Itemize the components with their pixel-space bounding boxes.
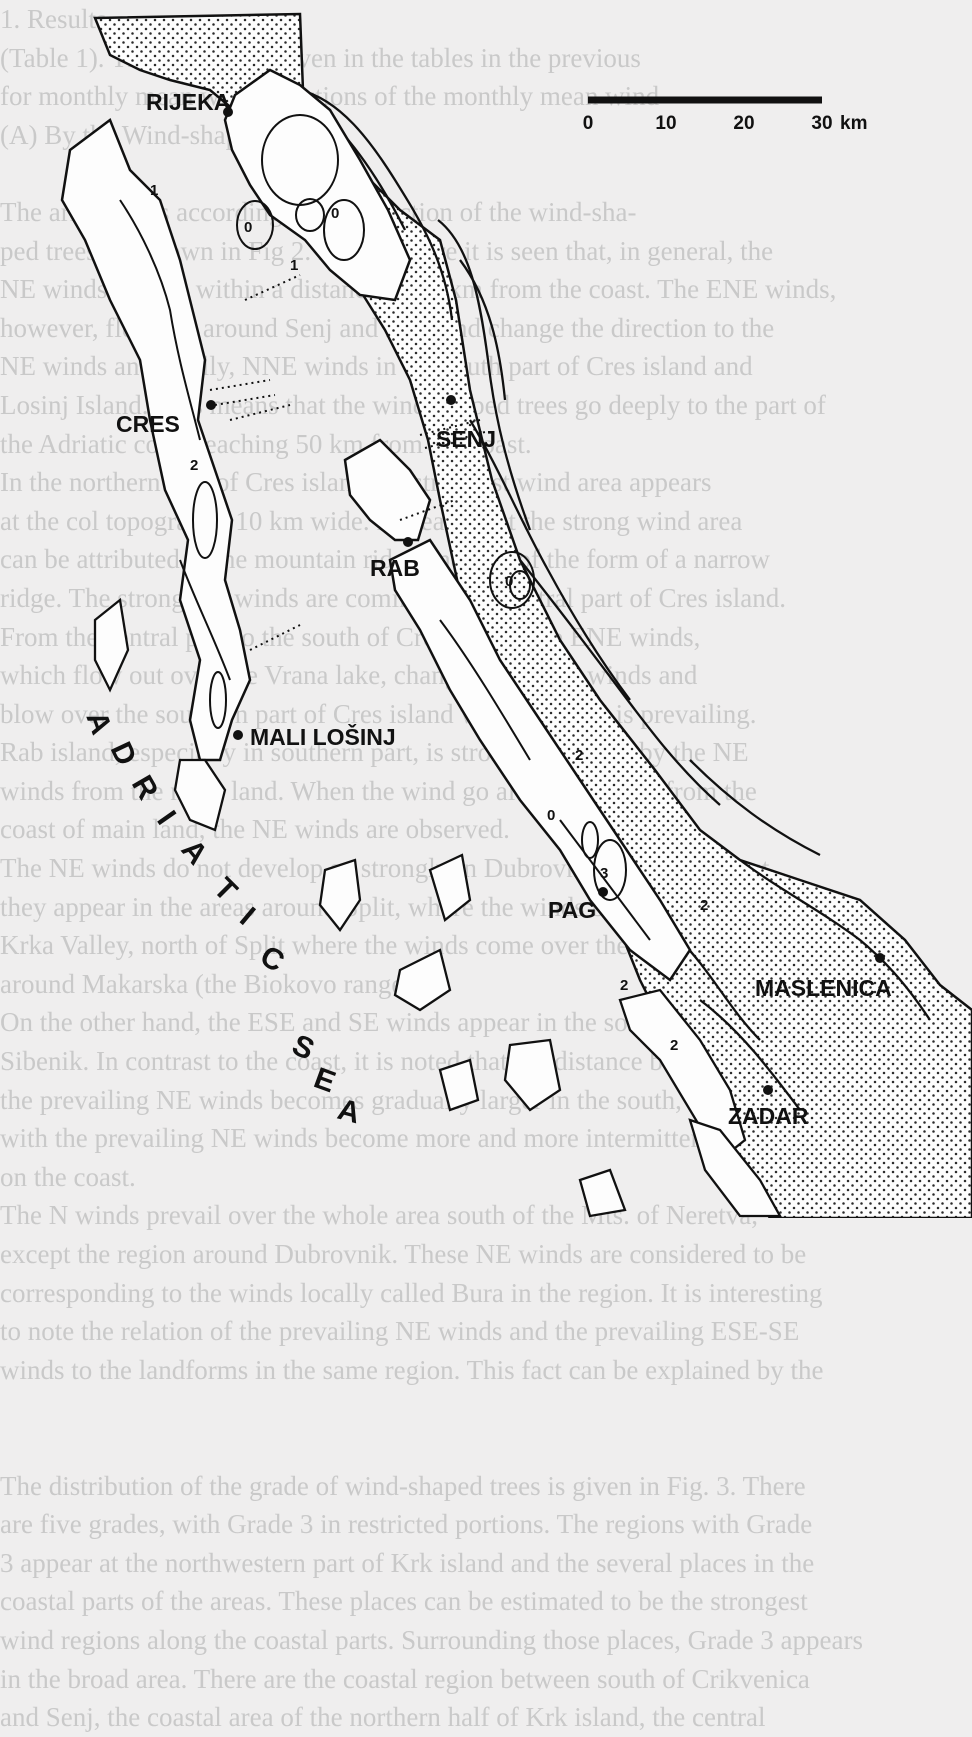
background-text-line: corresponding to the winds locally calle…: [0, 1277, 823, 1308]
krk-contours: [236, 114, 365, 261]
scanned-page: 1. Results(Table 1). The results are giv…: [0, 4, 972, 1732]
label-mali-losinj: MALI LOŠINJ: [250, 723, 396, 750]
cres-island: [60, 118, 252, 762]
background-text-line: for monthly mean wind directions of the …: [0, 81, 660, 112]
background-text-line: 1. Results: [0, 4, 107, 34]
contour-label: 1: [150, 182, 158, 199]
cres-contours: [119, 199, 231, 729]
losinj-island: [173, 758, 227, 832]
contour-label: 2: [670, 1037, 678, 1054]
sea-letter: R: [125, 770, 165, 806]
contour-label: 1: [290, 257, 298, 274]
contour-label: 0: [331, 205, 339, 222]
sea-letter: D: [104, 737, 143, 771]
sea-letter: A: [334, 1093, 363, 1130]
scale-tick-10: 10: [655, 113, 676, 134]
scale-tick-30: 30: [811, 113, 832, 134]
background-text-line: to note the relation of the prevailing N…: [0, 1316, 800, 1347]
label-zadar: ZADAR: [728, 1103, 809, 1129]
sea-letter: I: [234, 901, 262, 932]
wind-map-figure: 0 10 20 30 km RIJEKA CRES SENJ RAB MALI …: [60, 12, 972, 1218]
sea-letter: A: [79, 707, 117, 739]
background-text-line: around Makarska (the Biokovo range).: [0, 968, 420, 999]
background-text-line: coast of main land, the NE winds are obs…: [0, 814, 510, 845]
label-senj: SENJ: [436, 426, 496, 452]
small-islands: [93, 597, 627, 1218]
contour-label: 3: [600, 865, 608, 882]
contour-label: 2: [575, 747, 583, 764]
sea-letter: T: [207, 872, 243, 908]
background-text-line: the prevailing NE winds becomes graduall…: [0, 1084, 808, 1115]
sea-letter: C: [255, 939, 290, 978]
background-text-line: in the broad area. There are the coastal…: [0, 1663, 810, 1694]
scale-tick-20: 20: [733, 113, 754, 134]
mainland-contours: [299, 88, 931, 1111]
scale-unit: km: [840, 113, 867, 134]
label-rijeka: RIJEKA: [146, 89, 230, 115]
background-text-line: on the coast.: [0, 1161, 136, 1192]
contour-label: 0: [505, 573, 513, 590]
background-text-line: except the region around Dubrovnik. Thes…: [0, 1239, 807, 1269]
sea-letter: S: [287, 1028, 319, 1066]
scale-bar: 0 10 20 30 km: [583, 96, 867, 134]
background-text-line: [0, 1428, 972, 1467]
pag-contours: [439, 551, 651, 941]
zadar-archipelago: [618, 988, 782, 1218]
label-pag: PAG: [548, 897, 596, 923]
contour-label: 2: [620, 977, 628, 994]
contour-label: 2: [700, 897, 708, 914]
contour-value-labels: 0 0 1 1 0 2 2 3 0 2 2 2: [150, 182, 708, 1054]
background-text-line: wind regions along the coastal parts. Su…: [0, 1624, 864, 1655]
background-text-line: and Senj, the coastal area of the northe…: [0, 1702, 766, 1733]
background-text-line: On the other hand, the ESE and SE winds …: [0, 1007, 692, 1038]
background-text-line: ridge. The strong NE winds are coming to…: [0, 582, 787, 613]
background-text-line: Losinj Island. This means that the wind-…: [0, 389, 826, 420]
background-text-line: coastal parts of the areas. These places…: [0, 1586, 808, 1617]
wind-arrow-lines: [209, 274, 486, 651]
contour-label: 0: [244, 219, 252, 236]
pag-island: [388, 538, 692, 982]
label-cres: CRES: [116, 411, 180, 437]
rab-island: [343, 438, 432, 542]
contour-label: 2: [190, 457, 198, 474]
background-text-line: NE winds and finally, NNE winds in the s…: [0, 351, 753, 382]
krk-island: [223, 68, 412, 302]
background-text-line: can be attributed to the mountain ridge …: [0, 544, 770, 575]
sea-letter: A: [175, 833, 214, 871]
background-text-line: 3 appear at the northwestern part of Krk…: [0, 1547, 815, 1578]
background-text-line: are five grades, with Grade 3 in restric…: [0, 1509, 813, 1540]
scale-tick-0: 0: [583, 113, 594, 134]
background-text-line: [0, 1389, 972, 1428]
sea-label-adriatic-sea: A D R I A T I C S E A: [79, 707, 363, 1130]
label-maslenica: MASLENICA: [755, 975, 892, 1001]
background-text-line: The distribution of the grade of wind-sh…: [0, 1470, 806, 1501]
background-text-line: winds to the landforms in the same regio…: [0, 1354, 824, 1385]
sea-letter: E: [310, 1062, 340, 1100]
sea-letter: I: [150, 805, 182, 831]
contour-label: 0: [547, 807, 555, 824]
label-rab: RAB: [370, 555, 420, 581]
city-markers: [206, 107, 885, 1095]
